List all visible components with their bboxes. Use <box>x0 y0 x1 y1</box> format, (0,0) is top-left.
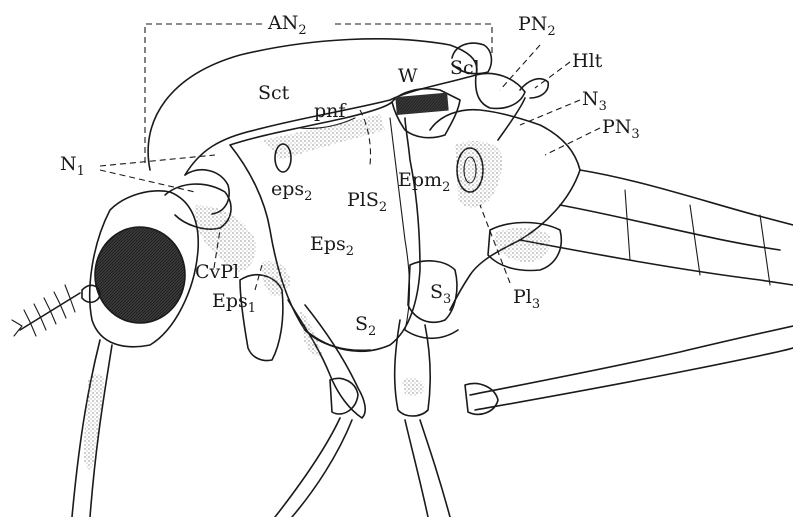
abdomen-seg-b <box>690 205 700 275</box>
abdomen-mid1 <box>560 205 780 250</box>
mid-leg-stipple <box>402 378 425 396</box>
postnotum-2 <box>476 74 525 109</box>
label-an2: AN2 <box>267 12 307 38</box>
abdomen-seg-a <box>625 190 630 260</box>
pn2-leader <box>500 45 540 90</box>
hind-femur-joint <box>465 383 498 414</box>
label-n3: N3 <box>582 88 607 114</box>
front-femur <box>288 300 365 418</box>
metapleuron-outline <box>430 110 580 310</box>
n1-leader-2 <box>100 170 195 192</box>
hlt-leader <box>535 62 570 88</box>
front-femur-stipple <box>300 310 322 356</box>
label-pn2: PN2 <box>518 13 556 39</box>
label-pl3: Pl3 <box>513 286 540 312</box>
pleural-suture <box>390 118 410 330</box>
n3-leader <box>520 100 580 125</box>
label-pn3: PN3 <box>602 116 640 142</box>
label-epm2: Epm2 <box>398 169 450 195</box>
compound-eye <box>95 227 185 323</box>
antenna-base <box>82 285 100 302</box>
eps1-leader <box>255 265 262 290</box>
front-tibia <box>275 418 352 517</box>
label-sct: Sct <box>258 82 290 104</box>
halter <box>498 79 548 140</box>
label-s3: S3 <box>430 281 451 307</box>
mid-tibia <box>405 420 450 517</box>
antenna <box>20 293 80 330</box>
wing-hatch <box>395 93 448 115</box>
label-eps2-lower: eps2 <box>271 178 312 204</box>
label-s2: S2 <box>355 313 376 339</box>
label-cvpl: CvPl <box>195 261 239 283</box>
abdomen-seg-c <box>760 215 770 285</box>
abdomen-upper <box>580 170 793 225</box>
sternum-3 <box>405 330 458 338</box>
label-pnf: pnf <box>314 100 347 122</box>
label-pls2: PlS2 <box>347 189 387 215</box>
coxa-3-stipple <box>495 228 550 262</box>
label-eps2-upper: Eps2 <box>310 233 354 259</box>
label-w: W <box>398 65 418 87</box>
label-eps1: Eps1 <box>212 290 256 316</box>
label-n1: N1 <box>60 153 85 179</box>
n3-stipple <box>455 141 502 208</box>
front-coxa-stipple <box>261 261 290 296</box>
label-scl: Scl <box>450 57 480 79</box>
hind-leg <box>470 326 793 410</box>
label-hlt: Hlt <box>572 50 603 72</box>
n1-leader-1 <box>100 155 215 166</box>
